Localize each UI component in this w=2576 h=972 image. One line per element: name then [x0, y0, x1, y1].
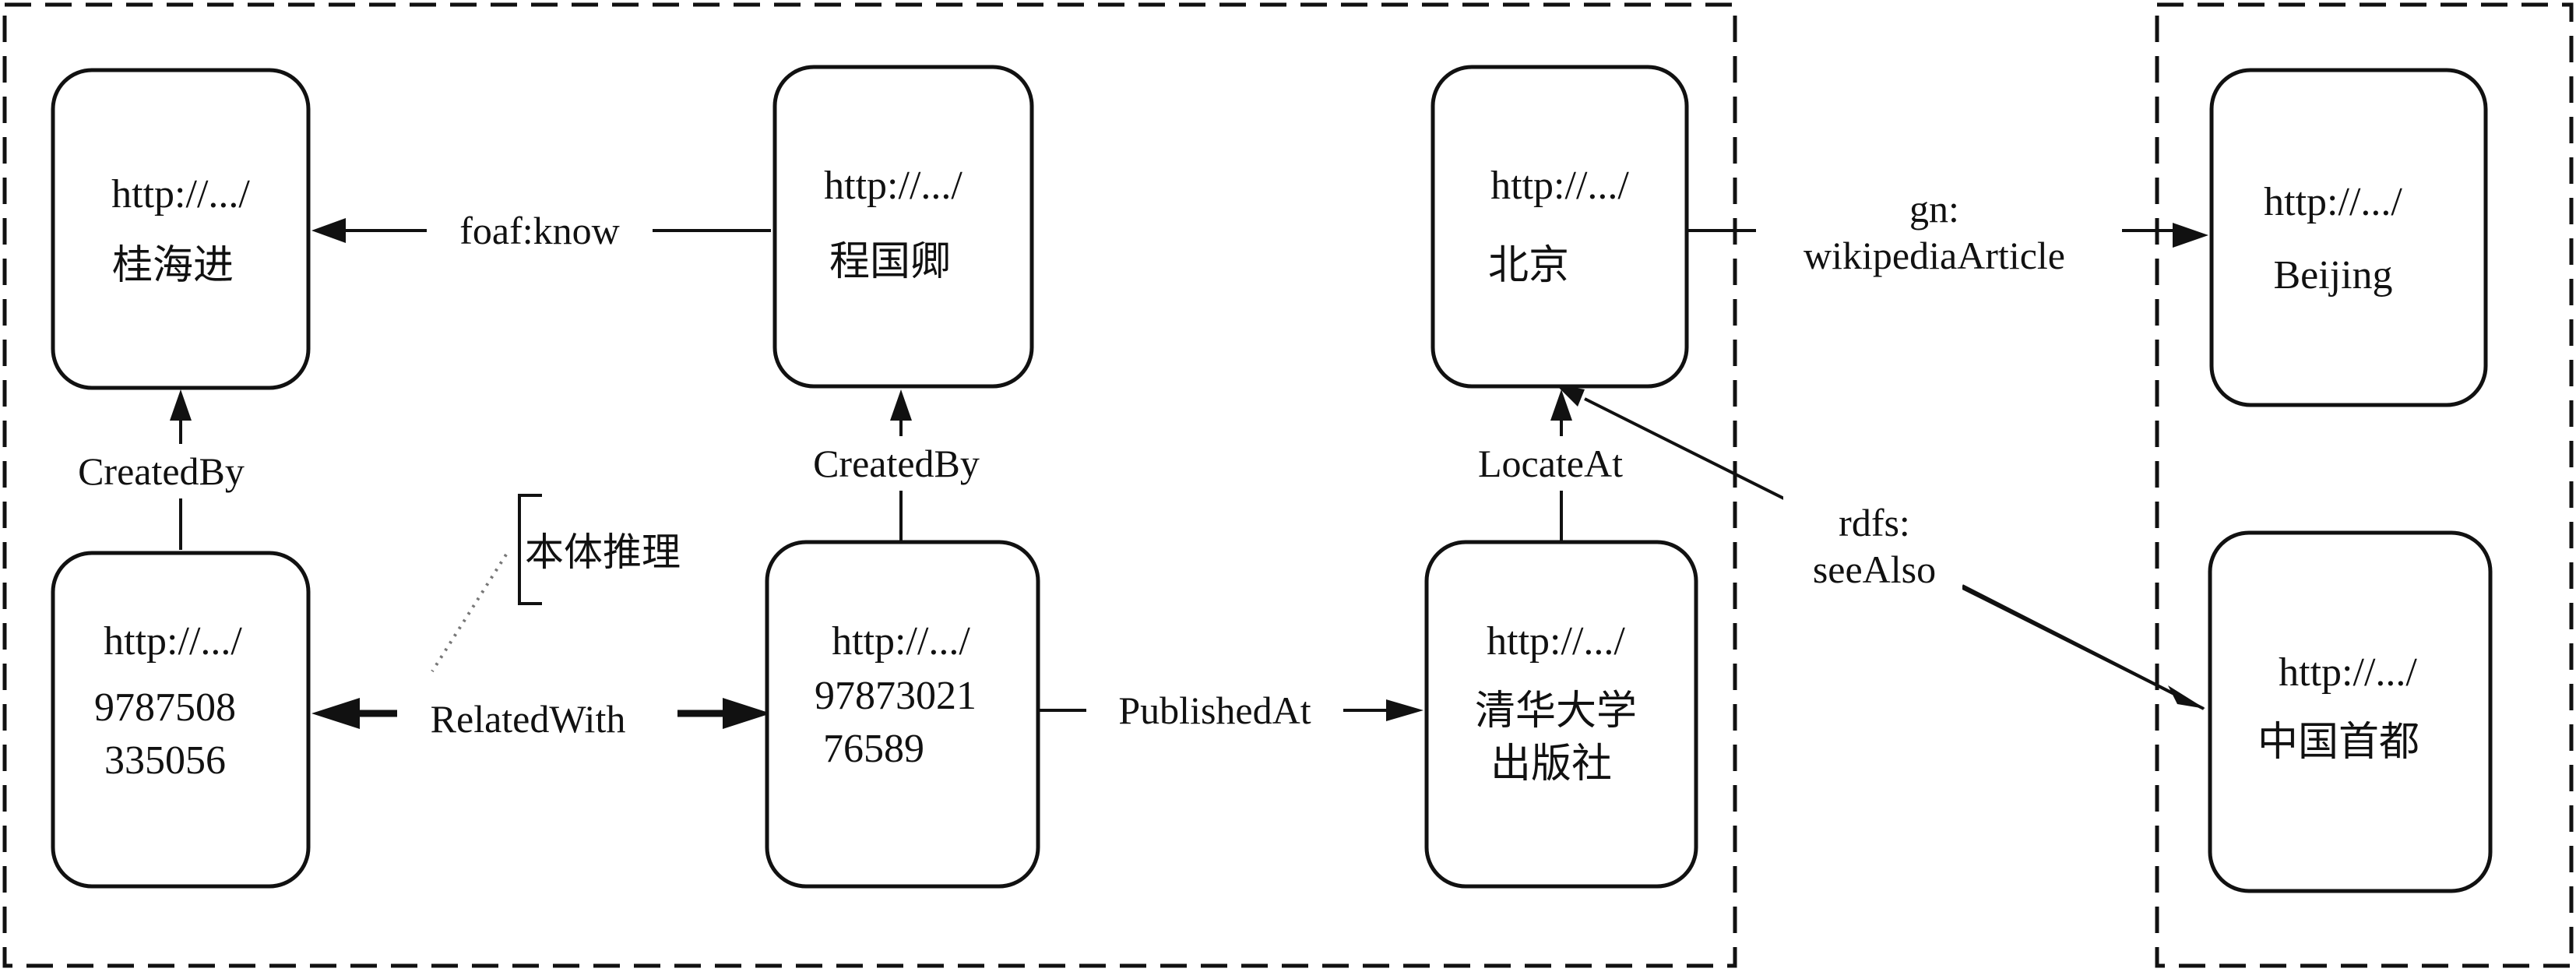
node-publisher-uri: http://.../ [1487, 619, 1625, 664]
node-capital-name: 中国首都 [2258, 720, 2419, 765]
node-chengguoqing-uri: http://.../ [824, 164, 962, 208]
node-book1: http://.../ 9787508 335056 [51, 551, 311, 889]
edge-label-locate-at: LocateAt [1478, 442, 1623, 485]
node-beijing-en: http://.../ Beijing [2209, 68, 2488, 407]
edge-label-foaf-know: foaf:know [459, 209, 620, 252]
edge-label-gn-line1: gn: [1909, 187, 1959, 231]
node-capital-uri: http://.../ [2279, 650, 2417, 695]
node-guihaijin-uri: http://.../ [111, 172, 250, 217]
node-publisher-name-2: 出版社 [1490, 742, 1612, 787]
external-dataset-frame [2155, 2, 2574, 968]
edge-label-created-by-1: CreatedBy [78, 449, 245, 493]
edge-label-related-with: RelatedWith [431, 697, 626, 741]
node-capital: http://.../ 中国首都 [2208, 530, 2493, 893]
node-beijing-en-name: Beijing [2273, 253, 2392, 298]
ontology-reasoning-annotation: 本体推理 [431, 494, 681, 673]
node-chengguoqing-name: 程国卿 [829, 240, 951, 284]
edge-label-published-at: PublishedAt [1118, 688, 1311, 732]
edge-label-created-by-2: CreatedBy [813, 442, 980, 485]
node-beijing-cn-uri: http://.../ [1490, 164, 1629, 208]
node-publisher: http://.../ 清华大学 出版社 [1424, 540, 1698, 889]
node-guihaijin-name: 桂海进 [112, 244, 234, 288]
node-book1-isbn-1: 9787508 [94, 685, 236, 730]
node-book1-uri: http://.../ [104, 619, 242, 664]
edge-label-rdfs-line2: seeAlso [1813, 548, 1936, 591]
local-dataset-frame [2, 2, 1737, 968]
node-book2-uri: http://.../ [832, 619, 970, 664]
node-chengguoqing: http://.../ 程国卿 [772, 65, 1034, 389]
node-beijing-cn: http://.../ 北京 [1431, 65, 1689, 389]
node-book2: http://.../ 97873021 76589 [765, 540, 1040, 889]
edge-related-with: RelatedWith [311, 697, 771, 741]
node-book1-isbn-2: 335056 [104, 738, 226, 783]
node-guihaijin: http://.../ 桂海进 [51, 68, 311, 390]
edge-label-rdfs-line1: rdfs: [1839, 501, 1910, 544]
node-publisher-name-1: 清华大学 [1475, 689, 1637, 734]
node-book2-isbn-2: 76589 [823, 727, 924, 771]
node-beijing-en-uri: http://.../ [2264, 180, 2402, 224]
edge-label-gn-line2: wikipediaArticle [1804, 234, 2065, 277]
edge-locate-at: LocateAt [1448, 389, 1674, 542]
edge-gn-wikipedia-article: gn: wikipediaArticle [1643, 179, 2208, 280]
ontology-reasoning-label: 本体推理 [525, 530, 681, 574]
edge-foaf-know: foaf:know [311, 204, 771, 254]
edge-created-by-2: CreatedBy [783, 389, 1016, 542]
node-beijing-cn-name: 北京 [1488, 244, 1569, 288]
edge-rdfs-see-also: rdfs: seeAlso [1556, 385, 2205, 710]
edge-created-by-1: CreatedBy [51, 389, 276, 550]
edge-published-at: PublishedAt [1039, 682, 1423, 734]
node-book2-isbn-1: 97873021 [815, 674, 977, 718]
